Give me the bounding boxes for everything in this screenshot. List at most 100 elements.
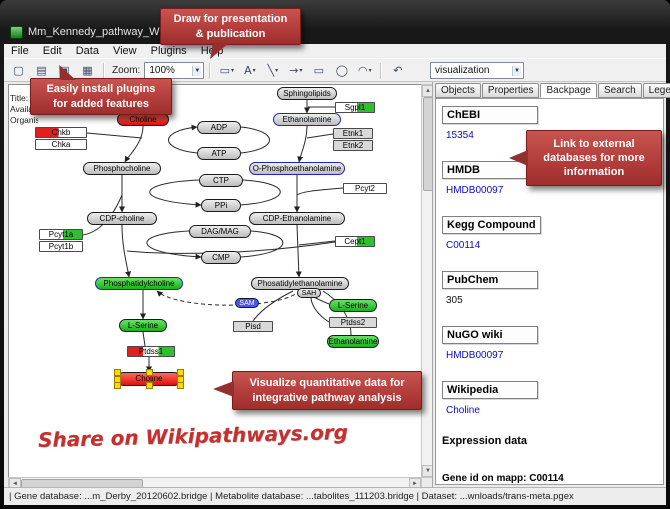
pathway-node-sgpl1[interactable]: Sgpl1 [335,102,375,113]
line-tool-icon: ╲ [267,64,275,77]
status-bar: | Gene database: ...m_Derby_20120602.bri… [4,487,666,505]
side-panel-tabs: ObjectsPropertiesBackpageSearchLegend [435,83,670,98]
arrow-tool-icon: → [289,64,299,77]
pathway-node-ethanolamine-top[interactable]: Ethanolamine [273,113,341,126]
pathway-edge [295,224,302,278]
pathway-node-o-phosphoethanolamine[interactable]: O-Phosphoethanolamine [249,162,345,175]
section-value-kegg-compound[interactable]: C00114 [446,240,481,251]
toolbar-separator [209,62,212,79]
pathway-node-l-serine-right[interactable]: L-Serine [329,299,377,312]
pathway-node-atp[interactable]: ATP [197,147,241,160]
pathway-node-pcyt1b[interactable]: Pcyt1b [39,241,83,252]
pathway-node-ptdss2[interactable]: Ptdss2 [329,317,377,328]
callout-draw-text: Draw for presentation & publication [173,13,288,40]
pathway-node-pcyt1a[interactable]: Pcyt1a [39,229,83,240]
callout-link-databases: Link to external databases for more info… [509,130,662,186]
toolbar-button-rect-tool-icon[interactable]: ▭ [308,61,330,80]
pathway-edge [296,187,344,196]
info-line: Organism: [10,115,38,125]
pathway-node-chkb[interactable]: Chkb [35,127,87,138]
pathway-node-ethanolamine-bottom[interactable]: Ethanolamine [327,335,379,348]
pathway-node-ctp[interactable]: CTP [199,174,243,187]
chevron-down-icon: ▾ [368,68,372,74]
section-header-pubchem: PubChem [442,271,538,289]
vertical-scrollbar[interactable]: ▲ ▼ [421,84,434,478]
callout-plugins-text: Easily install plugins for added feature… [46,83,156,110]
toolbar-button-line-tool-icon[interactable]: ╲▾ [262,61,284,80]
pathway-node-cept1[interactable]: Cept1 [335,236,375,247]
pathway-edge [121,224,132,278]
visualization-combo[interactable]: visualization ▼ [430,62,524,79]
section-value-nugo-wiki[interactable]: HMDB00097 [446,350,504,361]
oval-tool-icon: ◯ [335,64,348,77]
pathway-node-adp[interactable]: ADP [197,121,241,134]
pathway-node-sam[interactable]: SAM [235,298,259,308]
callout-pointer [509,150,528,166]
toolbar-button-arc-tool-icon[interactable]: ◠▾ [354,61,376,80]
toolbar-button-gene-product-tool-icon[interactable]: ▭▾ [216,61,238,80]
tab-properties[interactable]: Properties [481,83,540,98]
tab-search[interactable]: Search [597,83,642,98]
pathway-node-pcyt2[interactable]: Pcyt2 [343,183,387,194]
chevron-down-icon: ▼ [512,65,521,76]
pathway-node-etnk1[interactable]: Etnk1 [333,128,373,139]
toolbar-button-oval-tool-icon[interactable]: ◯ [331,61,353,80]
selection-handle[interactable] [146,382,153,389]
pathway-node-cdp-choline[interactable]: CDP-choline [87,212,157,225]
menu-item-plugins[interactable]: Plugins [150,45,187,57]
pathway-edge [252,290,294,322]
pathway-node-dag[interactable]: DAG/MAG [189,225,251,238]
callout-visualize-text: Visualize quantitative data for integrat… [249,377,405,404]
pathway-canvas[interactable]: Title:Availability:Organism: Sphingolipi… [8,84,422,478]
toolbar-button-export-icon[interactable]: ▦ [77,61,98,80]
tab-legend[interactable]: Legend [642,83,670,98]
chevron-down-icon: ▾ [231,68,235,74]
pathway-node-l-serine-left[interactable]: L-Serine [119,319,167,332]
gene-product-tool-icon: ▭ [219,64,231,77]
menu-item-edit[interactable]: Edit [42,45,62,57]
pathway-node-sah[interactable]: SAH [297,288,321,298]
pathway-node-cdp-ethanolamine[interactable]: CDP-Ethanolamine [249,212,345,225]
selection-handle[interactable] [177,369,184,376]
gene-id-line: Gene id on mapp: C00114 [442,473,564,484]
pathway-node-etnk2[interactable]: Etnk2 [333,140,373,151]
toolbar-button-arrow-tool-icon[interactable]: →▾ [285,61,307,80]
open-icon: ▤ [36,64,47,77]
menu-item-help[interactable]: Help [200,45,224,57]
tab-objects[interactable]: Objects [435,83,481,98]
selection-handle[interactable] [146,369,153,376]
pathway-node-ptdss1[interactable]: Ptdss1 [127,346,175,357]
pathway-node-chka[interactable]: Chka [35,139,87,150]
section-header-kegg-compound: Kegg Compound [442,216,541,234]
zoom-combo[interactable]: 100%▼ [144,62,205,79]
pathway-node-cmp[interactable]: CMP [201,251,241,264]
menu-item-data[interactable]: Data [75,45,99,57]
tab-backpage[interactable]: Backpage [540,83,597,98]
section-value-wikipedia[interactable]: Choline [446,405,480,416]
pathway-info-box: Title:Availability:Organism: [10,93,38,126]
pathway-node-sphingolipids[interactable]: Sphingolipids [277,87,337,100]
toolbar-button-label-tool-icon[interactable]: A▾ [239,61,261,80]
pathway-node-phosphatidylcholine[interactable]: Phosphatidylcholine [95,277,183,290]
toolbar-button-save-icon[interactable]: ▣ [54,61,75,80]
chevron-down-icon: ▾ [252,68,256,74]
toolbar-button-undo-icon[interactable]: ↶ [387,61,409,80]
selection-handle[interactable] [177,382,184,389]
chevron-down-icon: ▼ [192,65,202,76]
pathway-edge [142,331,146,347]
selection-handle[interactable] [114,382,121,389]
pathway-node-choline-selected[interactable]: Choline [114,369,184,389]
pathway-edge [298,240,336,246]
menu-item-file[interactable]: File [11,45,29,57]
pathway-node-phosphocholine[interactable]: Phosphocholine [83,162,161,175]
pathway-node-ppi[interactable]: PPi [201,199,241,212]
menu-item-view[interactable]: View [112,45,137,57]
toolbar-button-new-icon[interactable]: ▢ [8,61,29,80]
chevron-down-icon: ▾ [275,68,279,74]
section-value-hmdb[interactable]: HMDB00097 [446,185,504,196]
pathway-node-pisd[interactable]: Pisd [233,321,273,332]
toolbar-button-open-icon[interactable]: ▤ [31,61,52,80]
section-value-chebi[interactable]: 15354 [446,130,474,141]
selection-handle[interactable] [114,369,121,376]
